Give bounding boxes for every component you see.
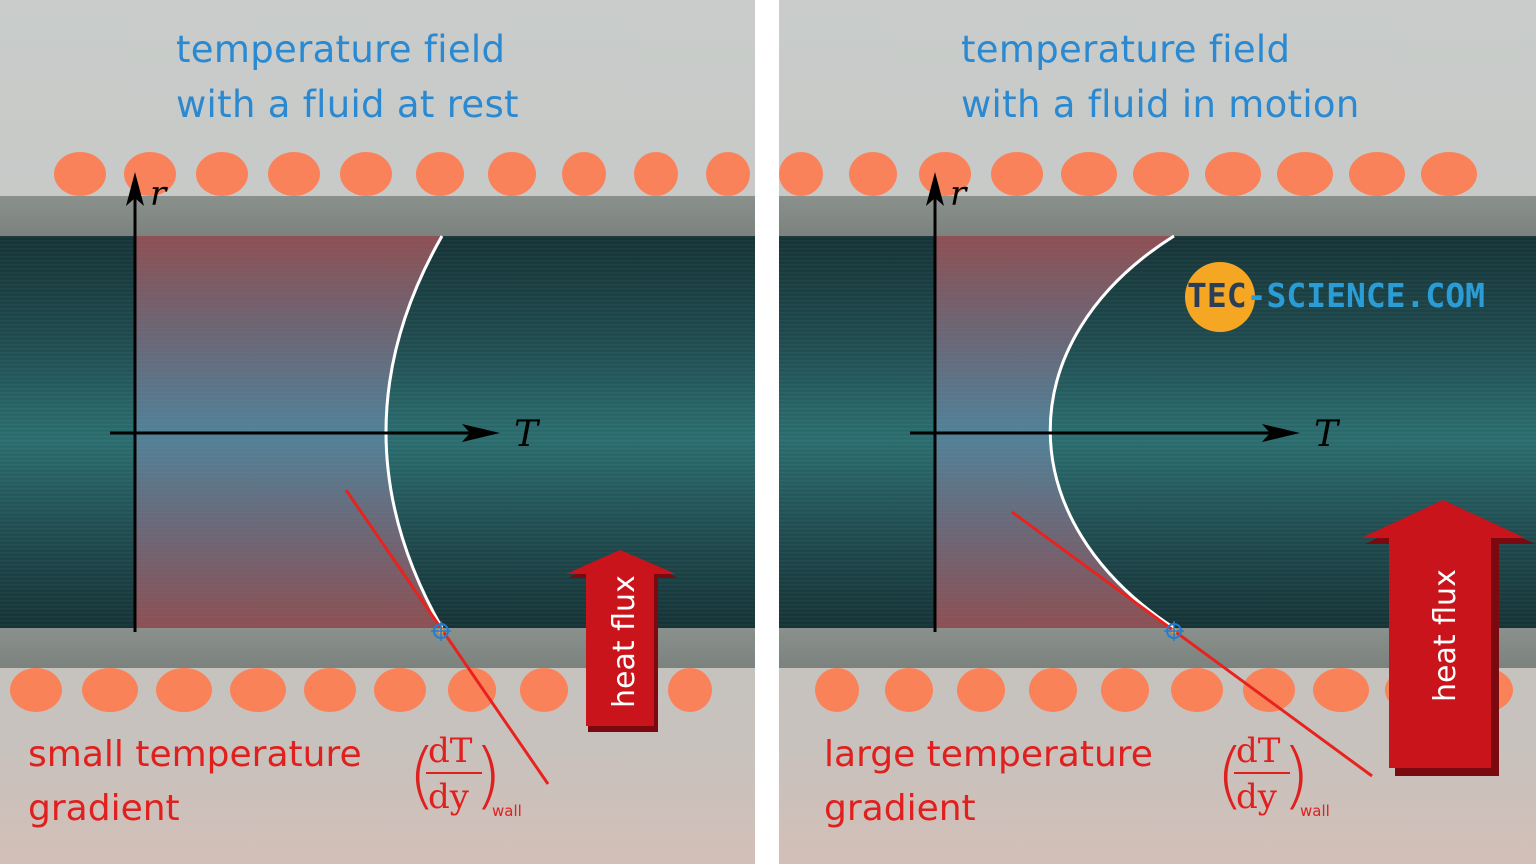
r-axis-label: r xyxy=(950,174,968,214)
t-axis-label: T xyxy=(1314,414,1341,455)
pipe-wall-top xyxy=(779,196,1536,236)
formula-subscript: wall xyxy=(492,802,522,820)
coil-loop xyxy=(991,152,1043,196)
heat-flux-arrow: heat flux xyxy=(1361,500,1535,776)
coil-loop xyxy=(634,152,678,196)
heating-coil-top xyxy=(779,150,1536,198)
formula-paren-right: ) xyxy=(474,733,502,817)
coil-loop xyxy=(520,668,568,712)
formula-numerator: dT xyxy=(1236,731,1281,771)
coil-loop xyxy=(10,668,62,712)
coil-loop xyxy=(304,668,356,712)
heat-flux-arrow: heat flux xyxy=(566,550,678,732)
formula-paren-left: ( xyxy=(408,733,436,817)
coil-loop xyxy=(1205,152,1261,196)
gradient-label: small temperature gradient xyxy=(28,728,362,836)
coil-loop xyxy=(1421,152,1477,196)
coil-loop xyxy=(779,152,823,196)
coil-loop xyxy=(156,668,212,712)
t-axis-arrowhead xyxy=(1262,424,1300,442)
coil-loop xyxy=(196,152,248,196)
gradient-label: large temperature gradient xyxy=(824,728,1153,836)
logo-prefix: TEC xyxy=(1187,276,1247,315)
coil-loop xyxy=(815,668,859,712)
heating-coil-bottom xyxy=(0,666,755,714)
coil-loop xyxy=(448,668,496,712)
r-axis-arrowhead xyxy=(926,172,944,206)
heating-coil-top xyxy=(0,150,755,198)
diagram-right: r T heat flux ( dT dy ) wall xyxy=(910,172,1535,820)
coil-loop xyxy=(268,152,320,196)
coil-top-svg xyxy=(779,152,1477,196)
wall-gradient-formula: ( dT dy ) wall xyxy=(1216,731,1330,820)
diagram-left: r T heat flux ( dT dy ) wall xyxy=(110,172,678,820)
coil-loop xyxy=(1133,152,1189,196)
formula-denominator: dy xyxy=(1236,777,1278,817)
coil-bottom-svg xyxy=(10,668,712,712)
t-axis-arrowhead xyxy=(462,424,500,442)
formula-numerator: dT xyxy=(428,731,473,771)
title-line-2: with a fluid at rest xyxy=(176,83,519,126)
coil-loop xyxy=(1101,668,1149,712)
coil-loop xyxy=(668,668,712,712)
coil-loop xyxy=(1349,152,1405,196)
coil-loop xyxy=(340,152,392,196)
panel-title: temperature field with a fluid at rest xyxy=(176,22,519,132)
coil-loop xyxy=(885,668,933,712)
coil-loop xyxy=(1277,152,1333,196)
panel-divider xyxy=(755,0,779,864)
title-line-1: temperature field xyxy=(176,28,506,71)
coil-loop xyxy=(706,152,750,196)
formula-subscript: wall xyxy=(1300,802,1330,820)
tangent-line xyxy=(1011,510,1373,778)
gradient-label-line-1: small temperature xyxy=(28,734,362,775)
gradient-label-line-1: large temperature xyxy=(824,734,1153,775)
heat-flux-label: heat flux xyxy=(607,575,642,708)
formula-paren-left: ( xyxy=(1216,733,1244,817)
formula-denominator: dy xyxy=(428,777,470,817)
pipe-wall-top xyxy=(0,196,755,236)
coil-top-svg xyxy=(54,152,750,196)
temperature-profile-area xyxy=(936,236,1174,628)
panel-fluid-in-motion: temperature field with a fluid in motion… xyxy=(779,0,1536,864)
r-axis-label: r xyxy=(150,174,168,214)
r-axis-arrowhead xyxy=(126,172,144,206)
coil-loop xyxy=(1029,668,1077,712)
t-axis-label: T xyxy=(514,414,541,455)
coil-loop xyxy=(957,668,1005,712)
title-line-1: temperature field xyxy=(961,28,1291,71)
coil-loop xyxy=(488,152,536,196)
coil-loop xyxy=(374,668,426,712)
coil-loop xyxy=(416,152,464,196)
coil-loop xyxy=(1313,668,1369,712)
coil-loop xyxy=(1171,668,1223,712)
coil-loop xyxy=(562,152,606,196)
logo-suffix: -SCIENCE.COM xyxy=(1246,276,1486,315)
coil-loop xyxy=(1243,668,1295,712)
temperature-profile-curve xyxy=(1048,234,1175,630)
wall-contact-point xyxy=(1164,621,1184,641)
heat-flux-label: heat flux xyxy=(1428,569,1463,702)
wall-gradient-formula: ( dT dy ) wall xyxy=(408,731,522,820)
gradient-label-line-2: gradient xyxy=(824,788,976,829)
title-line-2: with a fluid in motion xyxy=(961,83,1360,126)
formula-paren-right: ) xyxy=(1282,733,1310,817)
logo-circle xyxy=(1185,262,1255,332)
panel-fluid-at-rest: temperature field with a fluid at rest r… xyxy=(0,0,755,864)
coil-loop xyxy=(230,668,286,712)
wall-contact-point xyxy=(431,621,451,641)
tec-science-logo: TEC-SCIENCE.COM xyxy=(1185,262,1515,332)
coil-loop xyxy=(82,668,138,712)
panel-title: temperature field with a fluid in motion xyxy=(961,22,1360,132)
coil-loop xyxy=(1061,152,1117,196)
logo-text: TEC-SCIENCE.COM xyxy=(1187,276,1485,315)
gradient-label-line-2: gradient xyxy=(28,788,180,829)
coil-loop xyxy=(54,152,106,196)
coil-loop xyxy=(849,152,897,196)
tangent-line xyxy=(344,489,550,785)
